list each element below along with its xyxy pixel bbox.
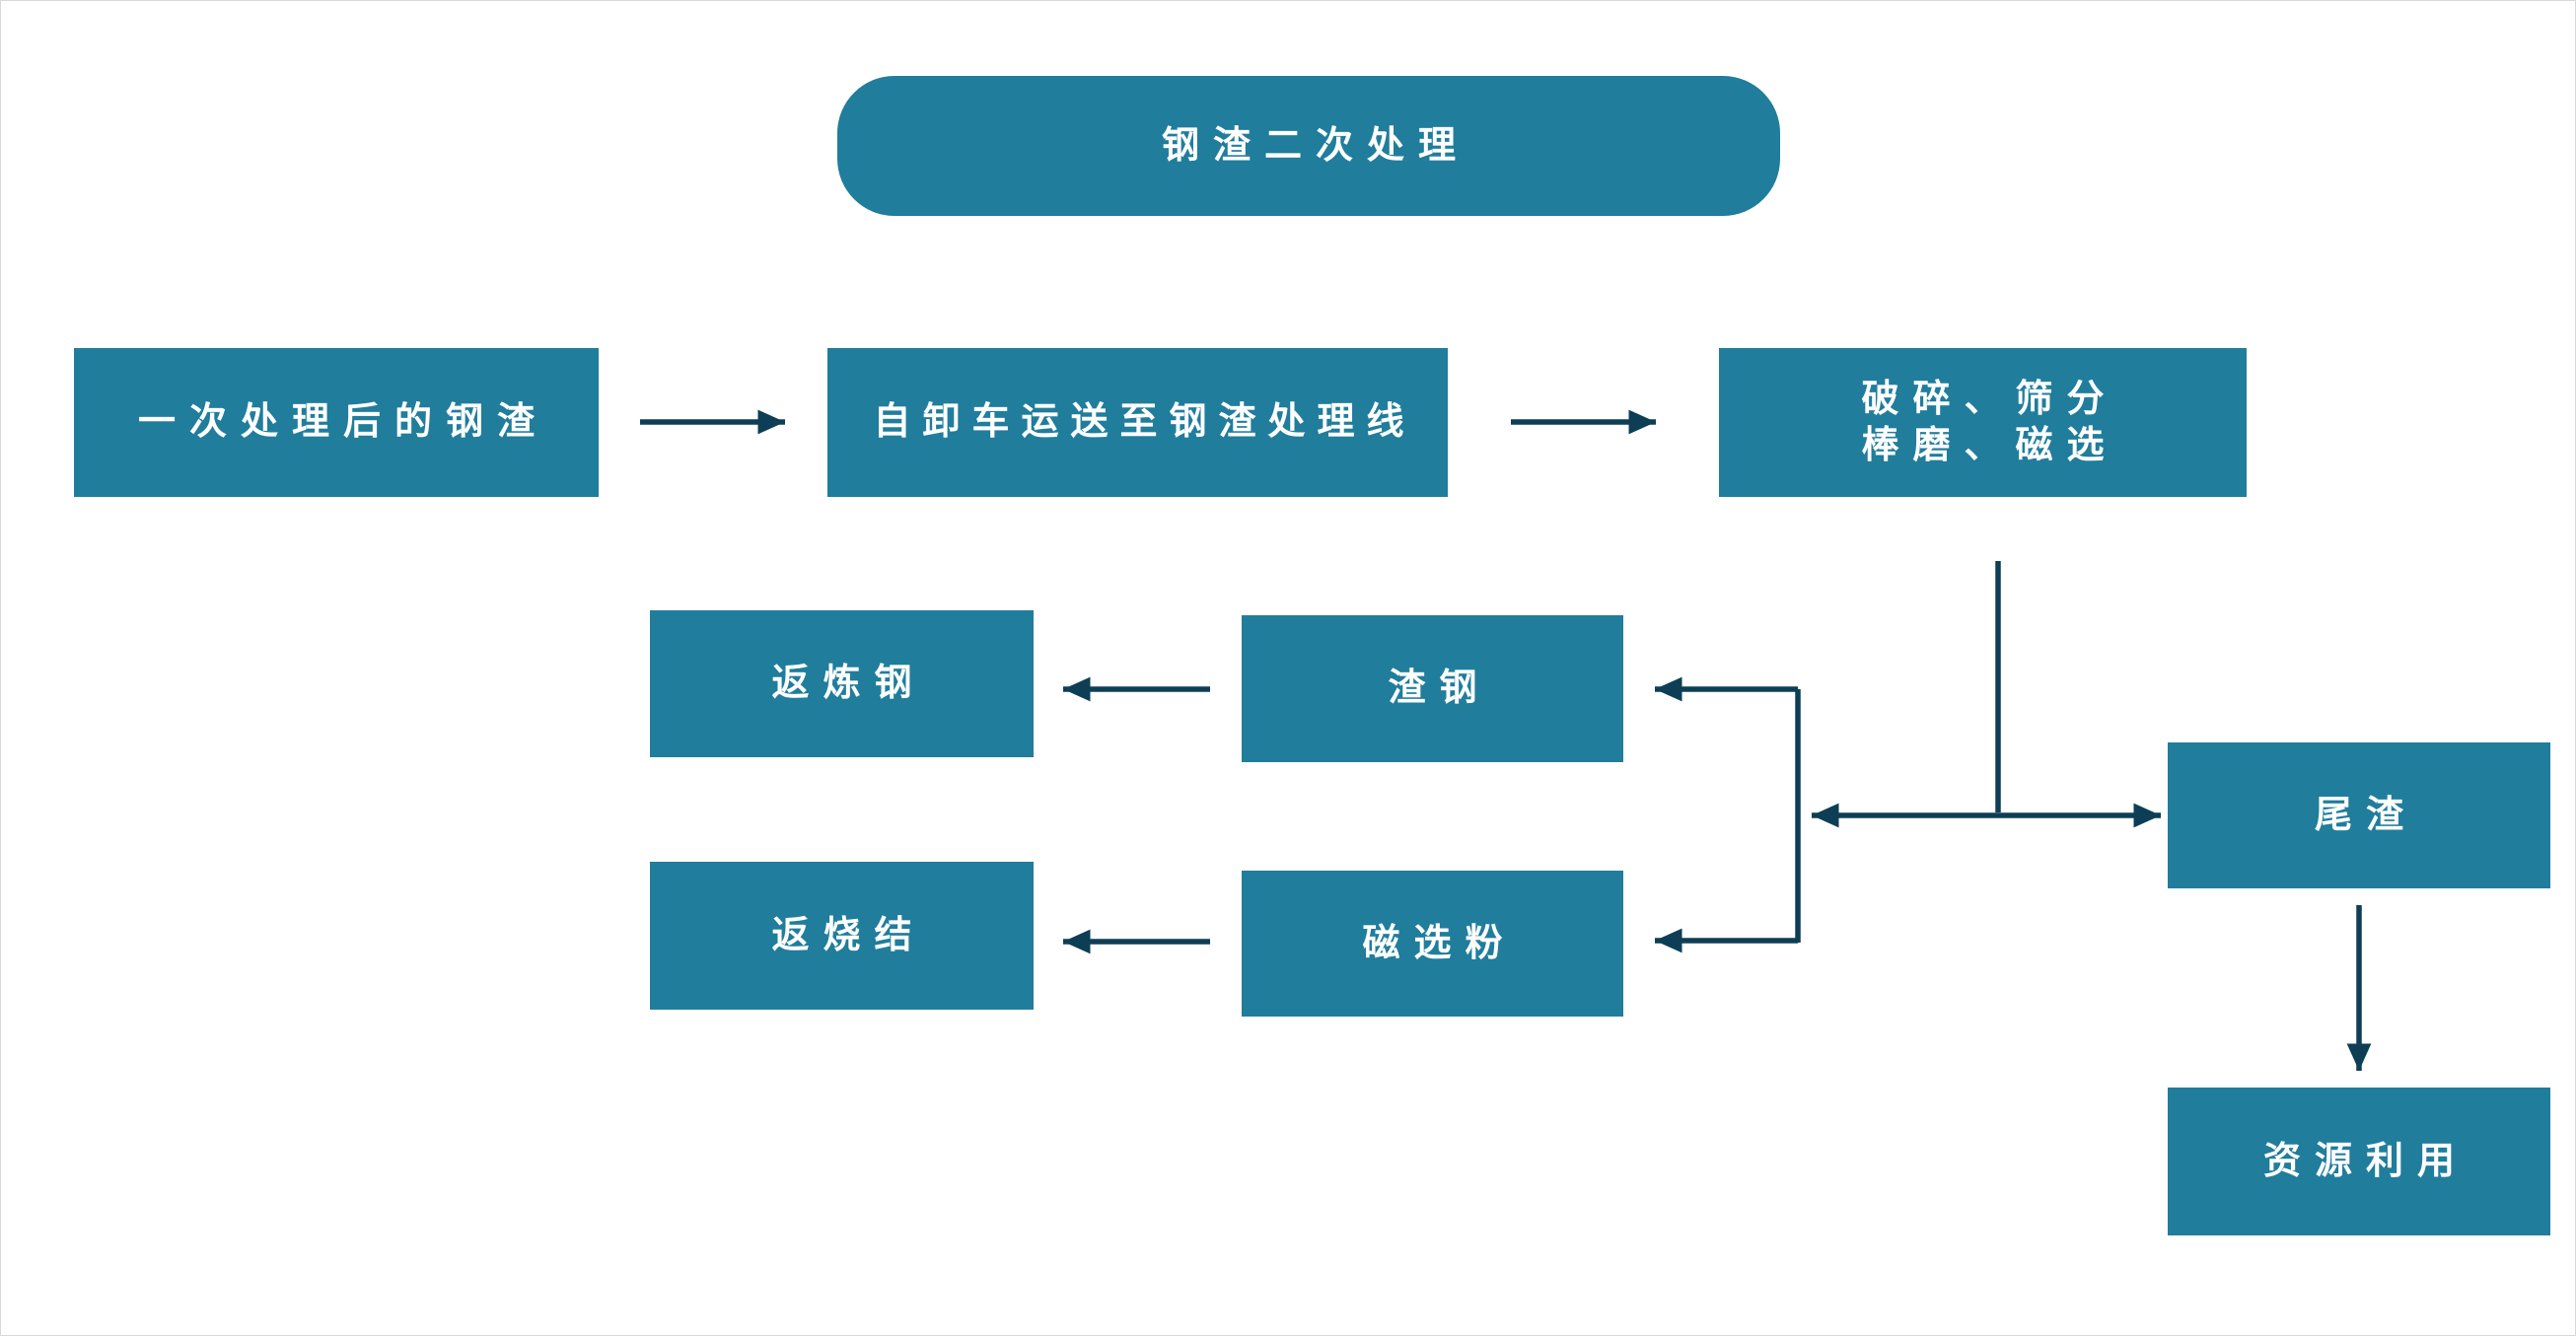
node-tailings: 尾渣	[2168, 742, 2550, 888]
node-transport: 自卸车运送至钢渣处理线	[827, 348, 1448, 497]
node-title-label: 钢渣二次处理	[1161, 124, 1469, 167]
node-title: 钢渣二次处理	[837, 76, 1780, 216]
node-primary-slag: 一次处理后的钢渣	[74, 348, 599, 497]
node-slag-steel: 渣钢	[1242, 615, 1623, 762]
node-resource-utilization: 资源利用	[2168, 1088, 2550, 1235]
node-return-sintering: 返烧结	[650, 862, 1034, 1010]
node-resource-utilization-label: 资源利用	[2262, 1140, 2469, 1182]
node-tailings-label: 尾渣	[2314, 794, 2417, 836]
node-processing-line2: 棒磨、磁选	[1861, 424, 2118, 466]
node-processing-line1: 破碎、筛分	[1861, 378, 2118, 420]
node-return-steelmaking-label: 返炼钢	[771, 663, 926, 704]
node-slag-steel-label: 渣钢	[1388, 668, 1491, 709]
node-transport-label: 自卸车运送至钢渣处理线	[873, 401, 1416, 443]
node-magnetic-powder: 磁选粉	[1242, 871, 1623, 1017]
node-return-sintering-label: 返烧结	[771, 914, 926, 956]
node-primary-slag-label: 一次处理后的钢渣	[137, 401, 548, 443]
node-return-steelmaking: 返炼钢	[650, 610, 1034, 757]
node-magnetic-powder-label: 磁选粉	[1362, 922, 1517, 964]
node-processing: 破碎、筛分 棒磨、磁选	[1719, 348, 2247, 497]
